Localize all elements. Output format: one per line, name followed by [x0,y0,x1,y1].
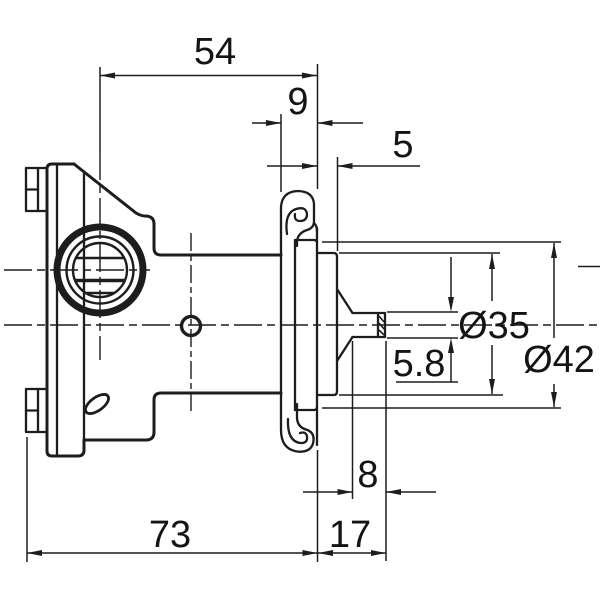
bottom-clip-outline [279,396,315,453]
shaft [335,287,387,363]
weep-hole [179,314,203,338]
top-clip [279,189,319,248]
dim-label-54: 54 [194,31,236,73]
mounting-bolt-top [24,166,49,213]
arrowhead [489,379,495,394]
dim-label-73: 73 [149,514,191,556]
pump-body [24,162,283,458]
port-mid-circle [65,235,135,305]
centerlines [4,67,600,412]
arrowhead [551,392,557,407]
arrowhead [302,550,318,556]
mounting-flange [279,189,387,453]
top-clip-curl [285,207,309,236]
port-bore-circle [71,241,129,299]
arrowhead [27,550,42,556]
arrowhead [489,254,495,269]
dim-42: Ø42 [322,241,595,409]
port-outer-ring [53,223,147,317]
groove-hatch [378,315,385,323]
arrowhead [266,120,281,126]
arrowhead [448,338,454,353]
dim-5-8: 5.8 [387,257,458,385]
dim-label-9: 9 [287,81,308,123]
arrowhead [317,120,333,126]
dim-54: 54 [100,31,319,189]
dim-35: Ø35 [339,252,530,396]
top-clip-outline [279,189,316,248]
dim-label-5: 5 [392,124,413,166]
dim-9: 9 [252,81,363,192]
dim-5: 5 [267,124,420,251]
dim-label-8: 8 [357,454,378,496]
arrowhead [302,163,317,169]
dim-8: 8 [303,341,436,561]
hub-taper-bottom [335,335,354,363]
dim-73-17: 73 17 [26,437,386,562]
groove-hatch [378,322,385,330]
arrowhead [371,550,386,556]
pilot-boss [315,251,339,397]
top-clip-notch [312,221,319,233]
dim-label-42: Ø42 [523,339,595,381]
arrowhead [100,72,115,79]
flange-plate-bottom-edge [293,405,319,412]
drain-slot [84,393,110,415]
mounting-bolt-bottom [24,387,49,434]
flange-plate-top-edge [293,238,319,245]
bottom-clip-curl [286,417,309,445]
groove-hatch [378,329,385,336]
housing-outline-upper [72,162,283,257]
dim-label-35: Ø35 [458,305,530,347]
arrowhead [337,489,353,495]
arrowhead [386,489,401,495]
dim-label-5-8: 5.8 [393,343,446,385]
inlet-port [53,223,147,317]
arrowhead [337,163,353,169]
arrowhead [551,243,557,258]
arrowhead [318,550,333,556]
dim-label-17: 17 [329,514,371,556]
arrowhead [448,297,454,312]
arrowhead [302,72,317,79]
hub-taper-top [335,287,354,315]
bottom-clip [279,396,315,453]
